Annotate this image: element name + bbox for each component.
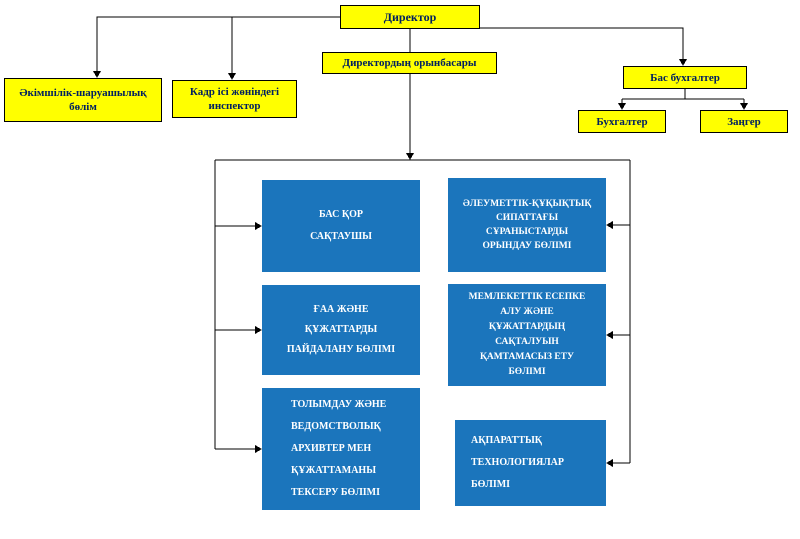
connector-director-chief-accountant — [480, 27, 684, 61]
chief-accountant-box: Бас бухгалтер — [623, 66, 747, 89]
arrow-down-admin-dept — [93, 71, 101, 78]
hr-inspector-box: Кадр ісі жөніндегі инспектор — [172, 80, 297, 118]
arrow-left-dept-r3 — [606, 459, 613, 467]
arrow-left-dept-r2 — [606, 331, 613, 339]
dept-state-registration-preservation-box: МЕМЛЕКЕТТІК ЕСЕПКЕ АЛУ ЖӘНЕ ҚҰЖАТТАРДЫҢ … — [448, 284, 606, 386]
connector-director-left — [96, 16, 340, 73]
arrow-down-trunk — [406, 153, 414, 160]
arrow-right-dept-l1 — [255, 222, 262, 230]
admin-economic-dept-box: Әкімшілік-шаруашылық бөлім — [4, 78, 162, 122]
lawyer-box: Заңгер — [700, 110, 788, 133]
dept-information-technology-box: АҚПАРАТТЫҚ ТЕХНОЛОГИЯЛАР БӨЛІМІ — [455, 420, 606, 506]
dept-chief-fund-keeper-box: БАС ҚОР САҚТАУШЫ — [262, 180, 420, 272]
accountant-box: Бухгалтер — [578, 110, 666, 133]
deputy-director-box: Директордың орынбасары — [322, 52, 497, 74]
arrow-right-dept-l3 — [255, 445, 262, 453]
connector-accountant-subtree — [621, 89, 745, 104]
director-box: Директор — [340, 5, 480, 29]
arrow-down-accountant — [618, 103, 626, 110]
dept-document-usage-box: ҒАА ЖӘНЕ ҚҰЖАТТАРДЫ ПАЙДАЛАНУ БӨЛІМІ — [262, 285, 420, 375]
arrow-left-dept-r1 — [606, 221, 613, 229]
arrow-down-hr-inspector — [228, 73, 236, 80]
arrow-right-dept-l2 — [255, 326, 262, 334]
dept-social-legal-requests-box: ӘЛЕУМЕТТІК-ҚҰҚЫҚТЫҚ СИПАТТАҒЫ СҰРАНЫСТАР… — [448, 178, 606, 272]
arrow-down-chief-accountant — [679, 59, 687, 66]
arrow-down-lawyer — [740, 103, 748, 110]
dept-acquisition-inspection-box: ТОЛЫМДАУ ЖӘНЕ ВЕДОМСТВОЛЫҚ АРХИВТЕР МЕН … — [262, 388, 420, 510]
